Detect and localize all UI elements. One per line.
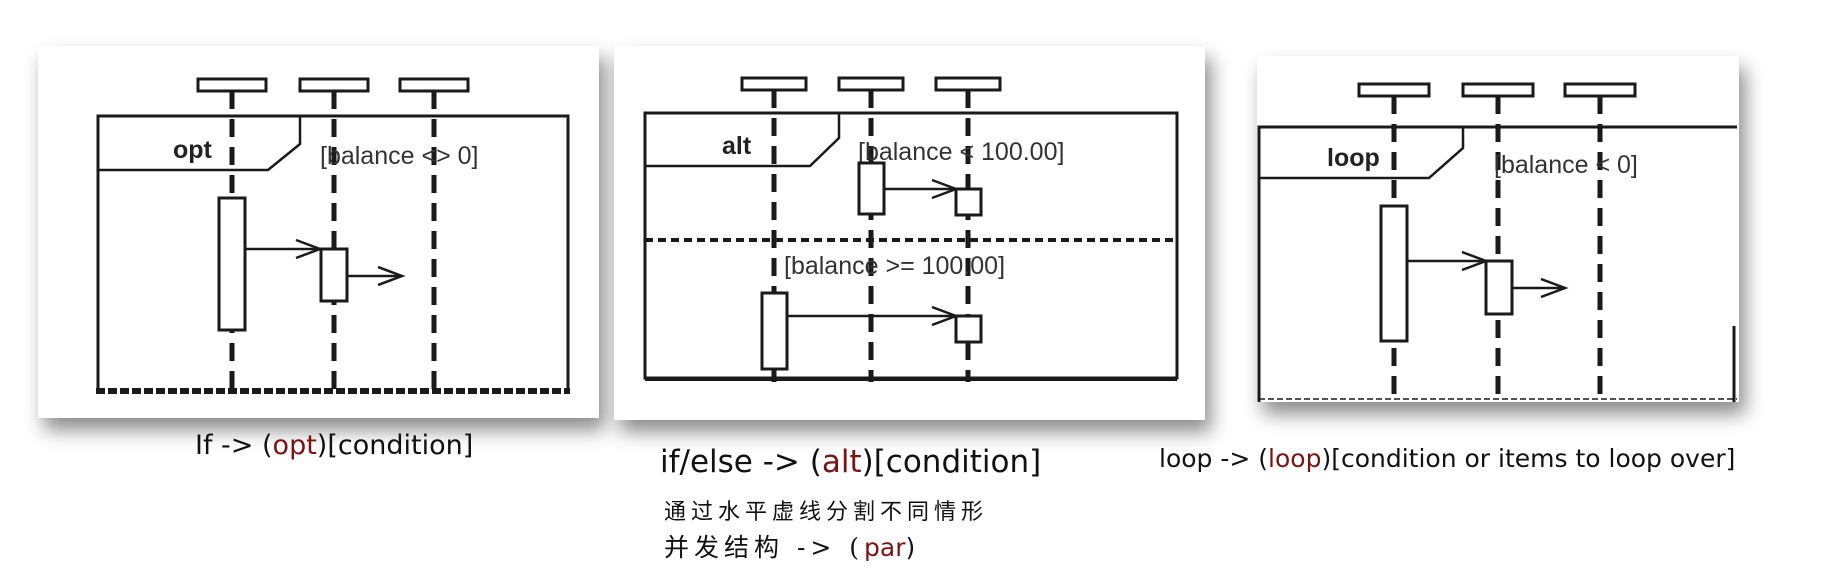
frame-label-pentagon [1259,127,1465,180]
frame-label-pentagon [98,116,302,172]
frame-keyword-loop: loop [1327,144,1380,172]
alt-caption-keyword: alt [821,444,862,480]
loop-caption-suffix: )[condition or items to loop over] [1321,444,1736,473]
activation-bar [954,314,983,344]
loop-caption-keyword: loop [1268,444,1322,473]
par-caption-prefix: 并发结构 -> ( [664,533,865,562]
guard-condition-second: [balance >= 100.00] [784,252,1005,280]
guard-condition: [balance < 0] [1494,151,1638,179]
lifeline-head [1461,82,1535,98]
lifeline-head [1563,82,1637,98]
alt-sequence-diagram: alt [balance < 100.00] [balance >= 100.0… [643,76,1179,382]
activation-bar [954,187,983,217]
lifeline-head [298,77,370,93]
opt-caption-prefix: If -> ( [195,430,273,461]
alt-diagram-panel: alt [balance < 100.00] [balance >= 100.0… [614,46,1205,420]
lifeline-head [1357,82,1431,98]
message-arrowhead [377,265,406,287]
activation-bar [760,291,789,371]
alt-note-dashed-separator: 通过水平虚线分割不同情形 [664,500,989,525]
opt-sequence-diagram: opt [balance <> 0] [96,77,570,394]
opt-caption-keyword: opt [272,430,317,461]
lifeline-head [398,77,470,93]
activation-bar [217,196,247,332]
lifeline-head [196,77,268,93]
opt-caption: If -> (opt)[condition] [195,430,473,461]
lifeline-head [837,76,905,92]
alt-caption-prefix: if/else -> ( [660,444,822,480]
lifeline-head [934,76,1002,92]
message-arrowhead [1540,277,1569,299]
loop-diagram-panel: loop [balance < 0] [1257,56,1739,402]
opt-caption-suffix: )[condition] [316,430,474,461]
activation-bar [319,247,349,303]
loop-caption-prefix: loop -> ( [1159,444,1269,473]
alt-caption: if/else -> (alt)[condition] [660,444,1041,480]
guard-condition: [balance <> 0] [320,142,478,170]
loop-caption: loop -> (loop)[condition or items to loo… [1159,444,1735,473]
par-caption-keyword: par [864,533,906,562]
par-caption-suffix: ) [905,533,916,562]
combined-fragment-frame [96,114,570,391]
par-caption: 并发结构 -> (par) [664,528,915,564]
guard-condition-first: [balance < 100.00] [858,138,1064,166]
activation-bar [1484,259,1514,316]
alt-caption-suffix: )[condition] [861,444,1042,480]
activation-bar [857,161,886,216]
opt-diagram-panel: opt [balance <> 0] [38,46,599,418]
frame-keyword-opt: opt [173,136,213,164]
combined-fragment-frame [1257,125,1737,402]
frame-label-pentagon [645,113,841,168]
loop-sequence-diagram: loop [balance < 0] [1257,82,1737,402]
frame-keyword-alt: alt [722,132,752,160]
activation-bar [1379,204,1409,343]
lifeline-head [740,76,808,92]
